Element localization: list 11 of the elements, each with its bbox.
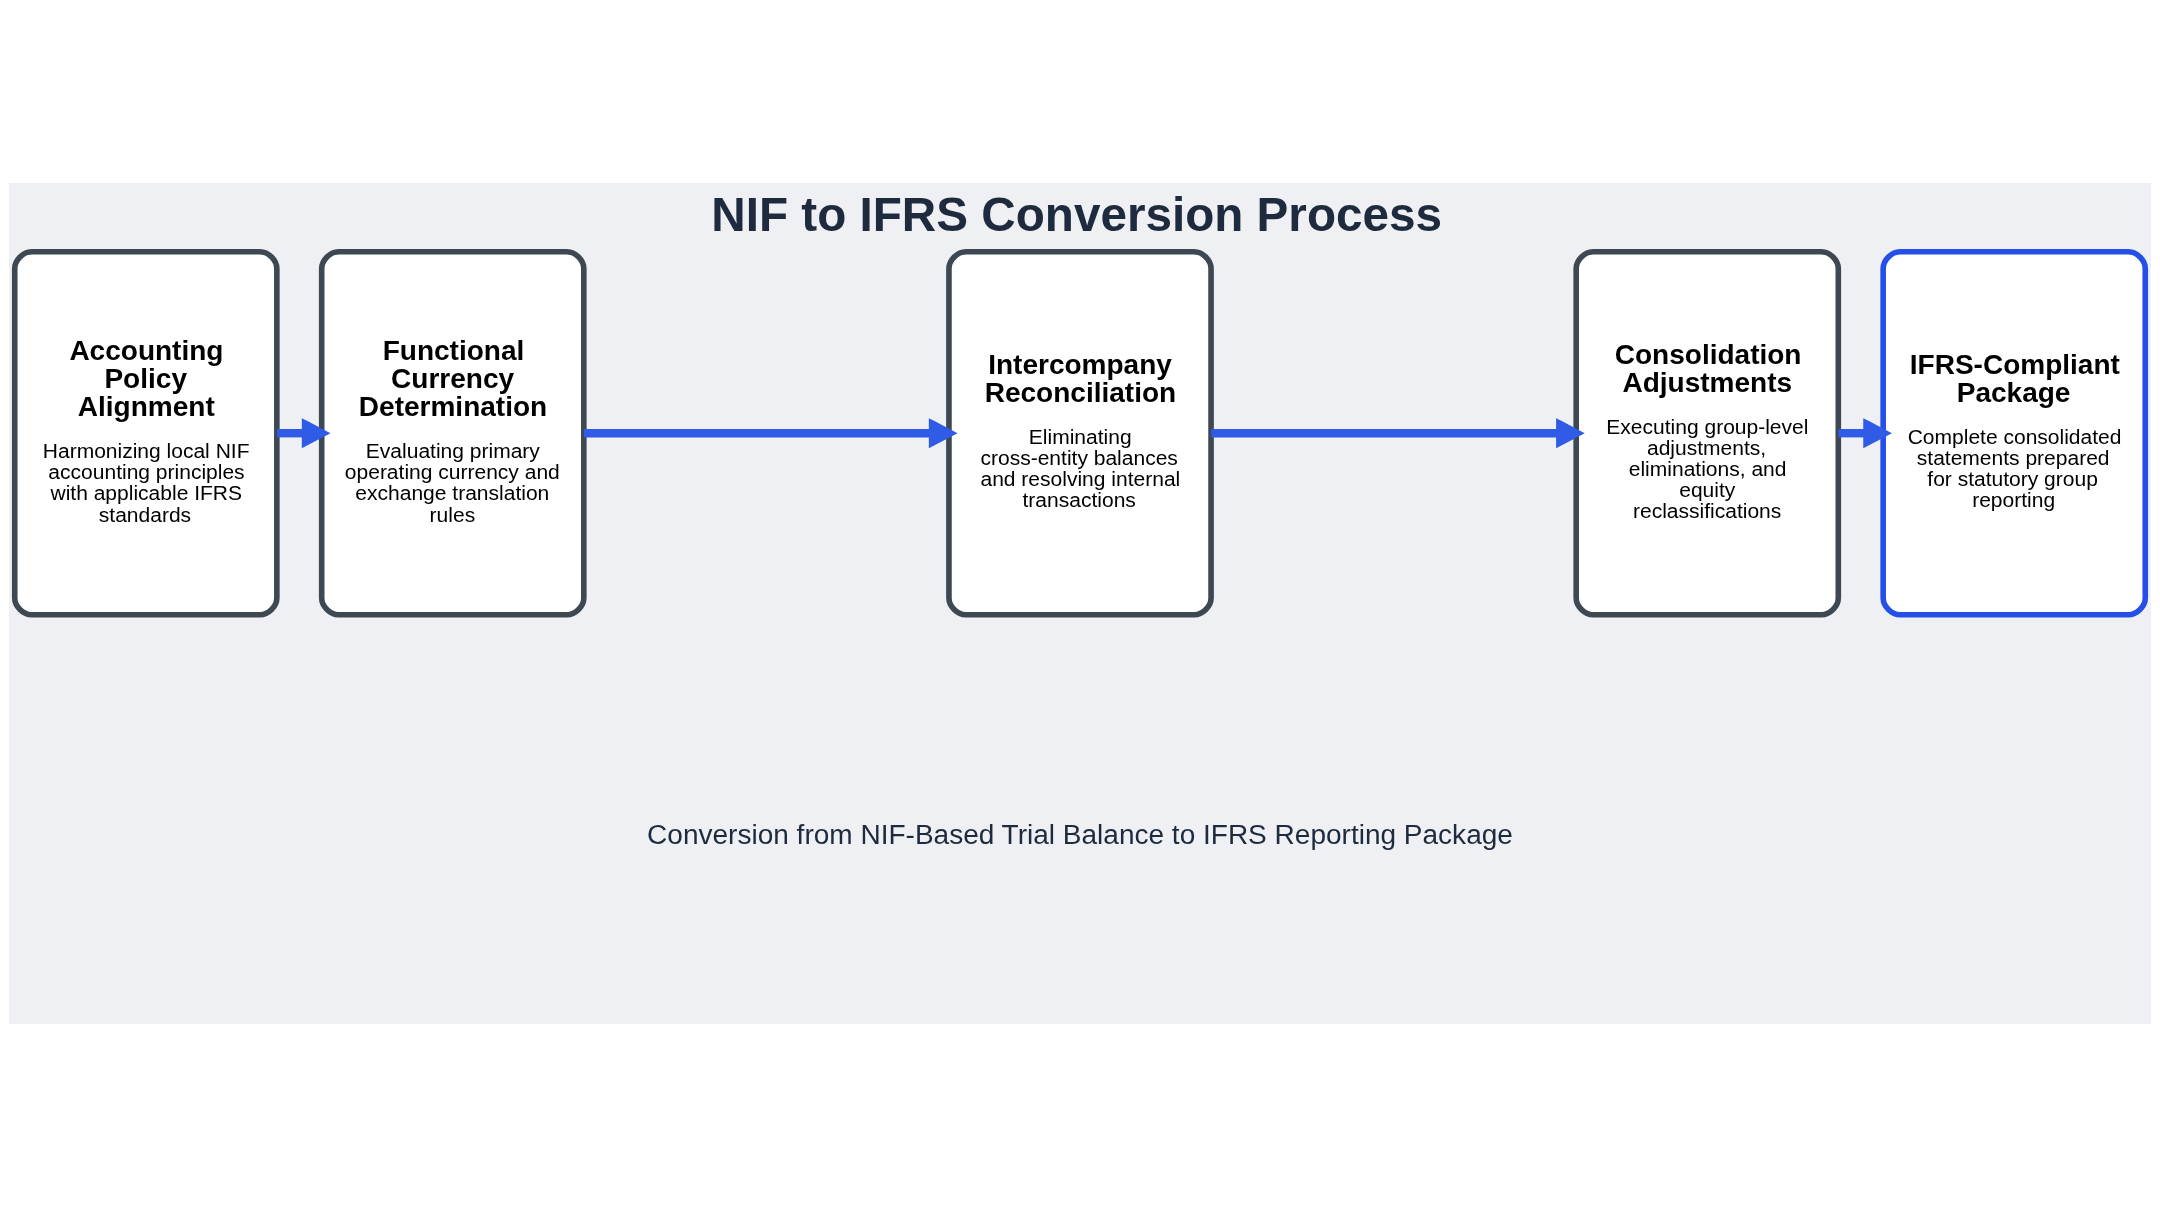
node-box: IFRS-Compliant Package Complete consolidated statements prepared for statutory group reporting	[1880, 248, 2149, 617]
arrow	[277, 417, 331, 448]
arrow	[583, 417, 958, 448]
node-box: Consolidation Adjustments Executing group-level adjustments, eliminations, and equity reclassifications	[1573, 248, 1842, 617]
diagram-title: NIF to IFRS Conversion Process	[711, 187, 1442, 241]
node-box: Accounting Policy Alignment Harmonizing local NIF accounting principles with applicable IFRS standards	[11, 248, 280, 617]
arrow	[1211, 417, 1585, 448]
node-box: Functional Currency Determination Evaluating primary operating currency and exchange translation rules	[318, 248, 587, 617]
arrow	[1838, 417, 1892, 448]
node-box: Intercompany Reconciliation Eliminating cross-entity balances and resolving internal transactions	[946, 248, 1214, 617]
label: Conversion from NIF-Based Trial Balance to IFRS Reporting Package	[647, 818, 1513, 850]
